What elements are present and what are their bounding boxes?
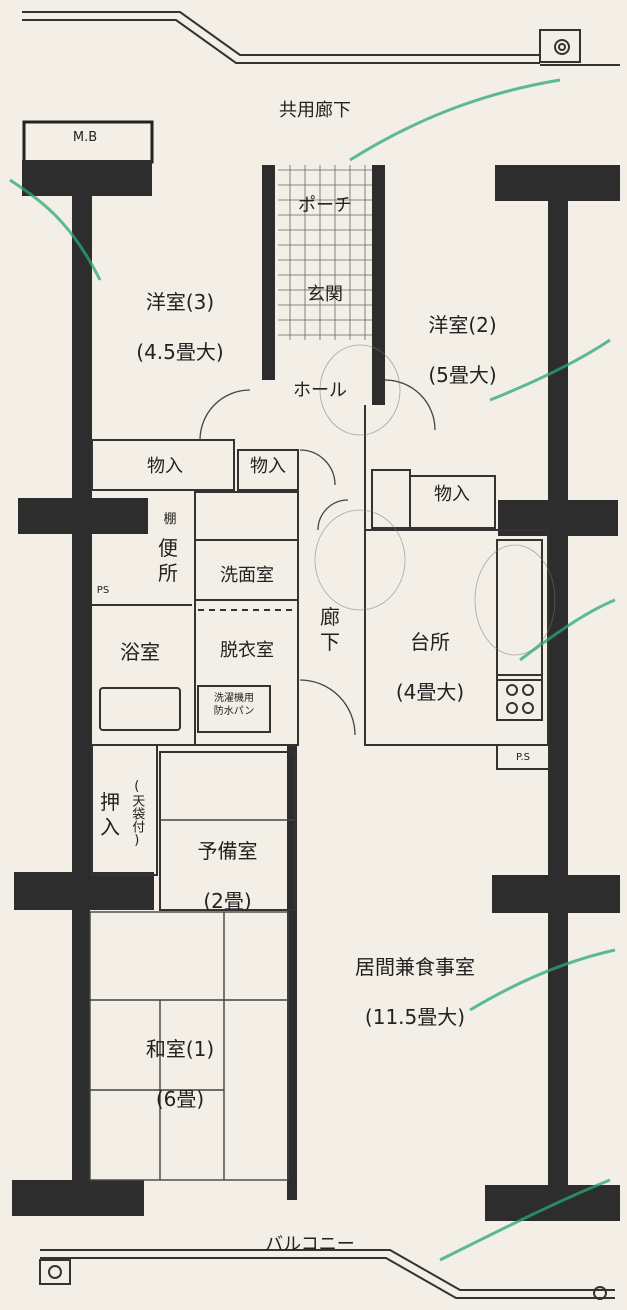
japanese-room-label: 和室(1) (6畳) <box>100 1012 260 1137</box>
partitions <box>91 405 550 911</box>
porch-label: ポーチ <box>298 195 352 216</box>
western-room-3-label: 洋室(3) (4.5畳大) <box>95 265 265 390</box>
tatami-lines <box>89 819 295 1181</box>
top-right-post <box>539 29 581 63</box>
pencil-scribbles <box>314 344 556 656</box>
meter-box-label: M.B <box>72 130 98 145</box>
walls <box>12 160 620 1221</box>
balcony-rails <box>39 1249 615 1300</box>
living-dining-label: 居間兼食事室 (11.5畳大) <box>315 930 515 1055</box>
hall-label: ホール <box>293 380 347 401</box>
corridor-rails <box>22 11 620 66</box>
western-room-3-size: (4.5畳大) <box>136 340 224 364</box>
toilet-label: 便 所 <box>158 536 178 585</box>
japanese-room-size: (6畳) <box>155 1087 205 1111</box>
closet-label: 押 入 <box>100 790 120 839</box>
living-dining-name: 居間兼食事室 <box>355 955 475 979</box>
hallway-label: 廊 下 <box>320 605 340 654</box>
dressing-room-label: 脱衣室 <box>220 640 274 661</box>
western-room-3-name: 洋室(3) <box>145 290 215 314</box>
washer-pan-label: 洗濯機用 防水パン <box>213 693 255 717</box>
kitchen-label: 台所 (4畳大) <box>370 605 490 730</box>
closet-note: (天袋付) <box>129 778 145 848</box>
storage-left-label: 物入 <box>147 456 183 477</box>
washroom-label: 洗面室 <box>220 565 274 586</box>
porch-tiles <box>278 165 372 340</box>
spare-room-label: 予備室 (2畳) <box>165 814 290 939</box>
ps-right-label: P.S <box>516 752 530 763</box>
entrance-label: 玄関 <box>307 284 343 305</box>
western-room-2-label: 洋室(2) (5畳大) <box>380 288 545 413</box>
western-room-2-size: (5畳大) <box>428 363 497 387</box>
storage-mid-label: 物入 <box>250 456 286 477</box>
ps-left-label: PS <box>96 585 110 596</box>
spare-room-size: (2畳) <box>203 889 252 913</box>
living-dining-size: (11.5畳大) <box>364 1005 466 1029</box>
balcony-label: バルコニー <box>265 1234 355 1255</box>
common-corridor-label: 共用廊下 <box>279 100 351 121</box>
spare-room-name: 予備室 <box>197 839 258 863</box>
bath-label: 浴室 <box>120 640 160 664</box>
scribbles <box>9 78 616 1262</box>
kitchen-name: 台所 <box>410 630 450 654</box>
kitchen-size: (4畳大) <box>395 680 465 704</box>
japanese-room-name: 和室(1) <box>145 1037 215 1061</box>
door-swings <box>199 379 436 736</box>
western-room-2-name: 洋室(2) <box>428 313 497 337</box>
storage-right-label: 物入 <box>434 484 470 505</box>
shelf-label: 棚 <box>163 512 177 527</box>
